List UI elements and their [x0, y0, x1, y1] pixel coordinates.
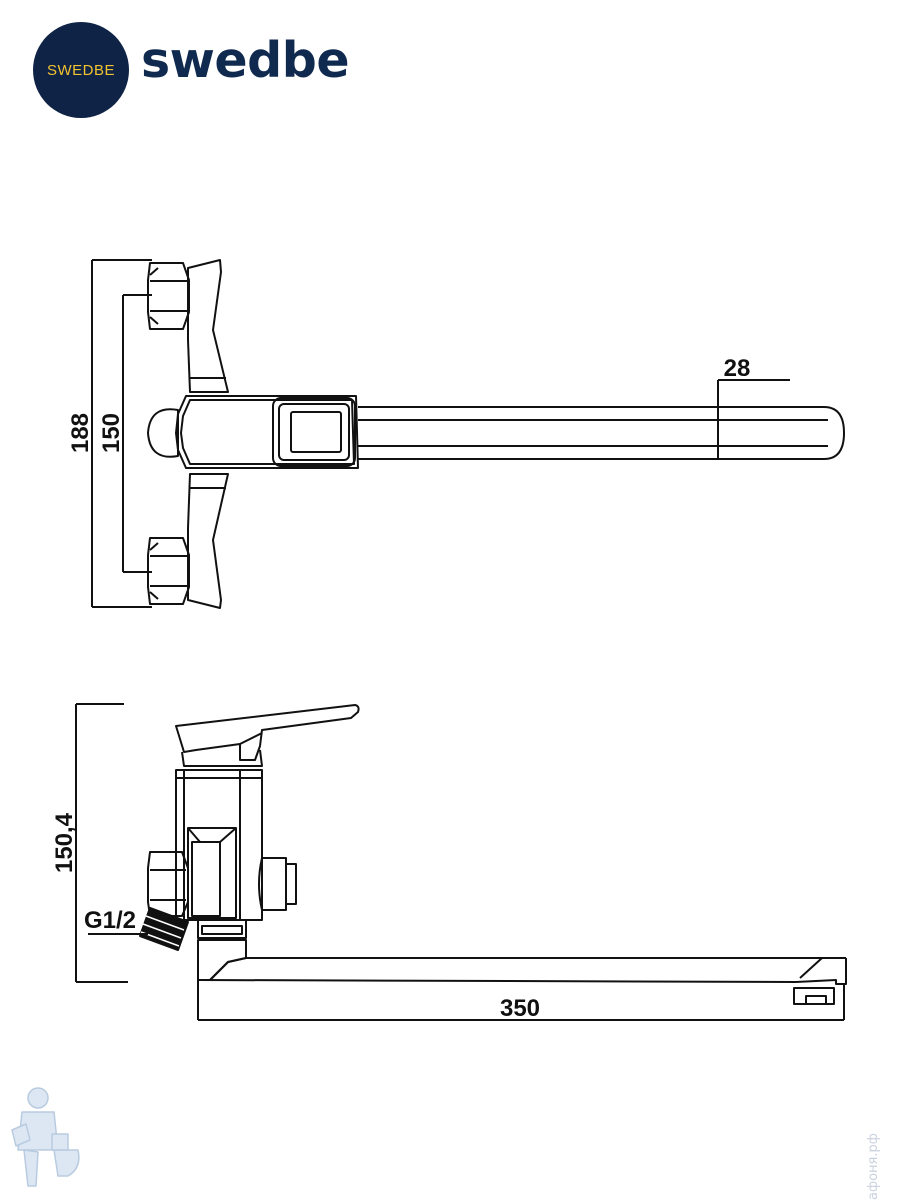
dimension-line-150-4 [75, 703, 128, 983]
plumber-mascot-icon [11, 1087, 80, 1187]
spout-side-view [197, 939, 847, 1005]
dim-label-150: 150 [98, 413, 125, 453]
top-view [91, 259, 845, 609]
brand-wordmark: swedbe [141, 32, 350, 89]
mixer-body [175, 395, 359, 469]
dim-label-150-4: 150,4 [51, 812, 78, 873]
cartridge-cap [272, 397, 356, 467]
lever-handle [175, 704, 360, 761]
dim-label-thread: G1/2 [84, 907, 136, 934]
dim-label-188: 188 [67, 413, 94, 453]
dim-label-350: 350 [500, 995, 540, 1022]
lower-eccentric-arm [187, 473, 229, 609]
watermark-text: афоня.рф [866, 1133, 881, 1200]
dimension-line-350 [197, 980, 845, 1021]
dim-label-28: 28 [724, 355, 751, 382]
threaded-inlet [139, 907, 189, 951]
dimension-line-28 [717, 379, 790, 459]
side-knob-profile [258, 857, 287, 911]
side-view [75, 703, 847, 1021]
upper-hex-nut [147, 262, 190, 330]
spout-top-view [358, 406, 845, 460]
brand-logo-circle-text: SWEDBE [46, 61, 115, 79]
side-hex-nut [147, 851, 189, 917]
upper-eccentric-arm [187, 259, 229, 393]
side-knob [147, 408, 179, 458]
lower-hex-nut [147, 537, 190, 605]
brand-logo-circle: SWEDBE [33, 22, 129, 118]
dimension-line-188 [91, 259, 152, 608]
